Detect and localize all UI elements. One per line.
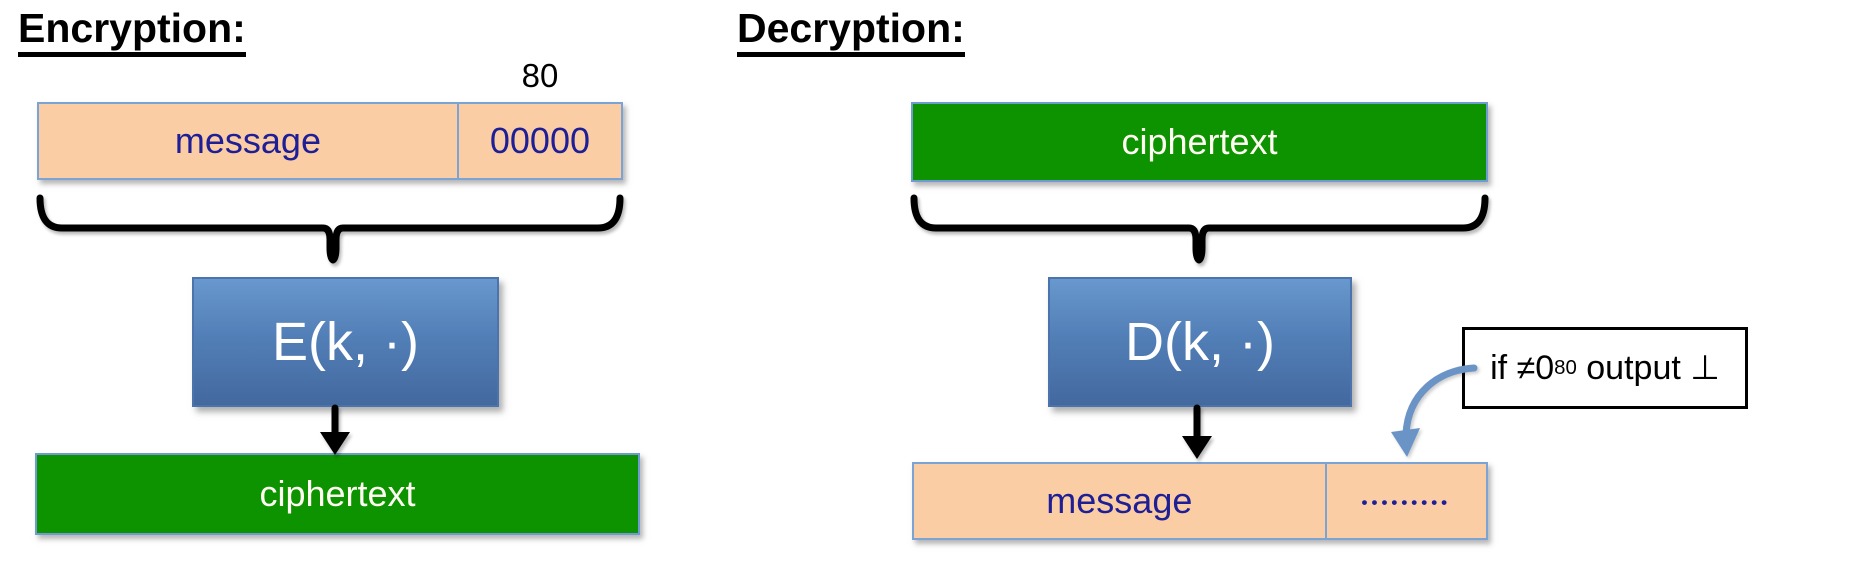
pad-check-text-prefix: if ≠0 xyxy=(1490,348,1555,387)
padded-message-box: message 00000 xyxy=(37,102,623,180)
decryption-down-arrow-icon xyxy=(1182,436,1212,459)
encryption-title: Encryption: xyxy=(18,5,246,58)
encryption-down-arrow-icon xyxy=(320,432,350,455)
ciphertext-output-box: ciphertext xyxy=(35,453,640,535)
ciphertext-input-box: ciphertext xyxy=(911,102,1488,182)
ciphertext-output-label: ciphertext xyxy=(259,473,416,514)
pad-length-label: 80 xyxy=(521,57,559,94)
decrypted-message-segment: message xyxy=(914,464,1327,538)
encryption-underbrace-icon xyxy=(36,194,624,264)
encryption-function-box: E(k, ·) xyxy=(192,277,499,407)
decrypted-message-box: message ••••••••• xyxy=(912,462,1488,540)
encryption-function-label: E(k, ·) xyxy=(272,312,419,372)
decryption-underbrace-icon xyxy=(910,194,1489,264)
message-segment: message xyxy=(39,104,459,178)
pad-check-curved-arrow-icon xyxy=(1391,428,1420,457)
decryption-function-label: D(k, ·) xyxy=(1125,312,1275,372)
ciphertext-input-label: ciphertext xyxy=(1121,121,1278,162)
decryption-function-box: D(k, ·) xyxy=(1048,277,1352,407)
pad-check-text-suffix: output ⊥ xyxy=(1576,349,1720,387)
decryption-title: Decryption: xyxy=(737,5,965,58)
padding-segment: 00000 xyxy=(489,120,590,161)
pad-dots-segment: ••••••••• xyxy=(1361,493,1452,512)
